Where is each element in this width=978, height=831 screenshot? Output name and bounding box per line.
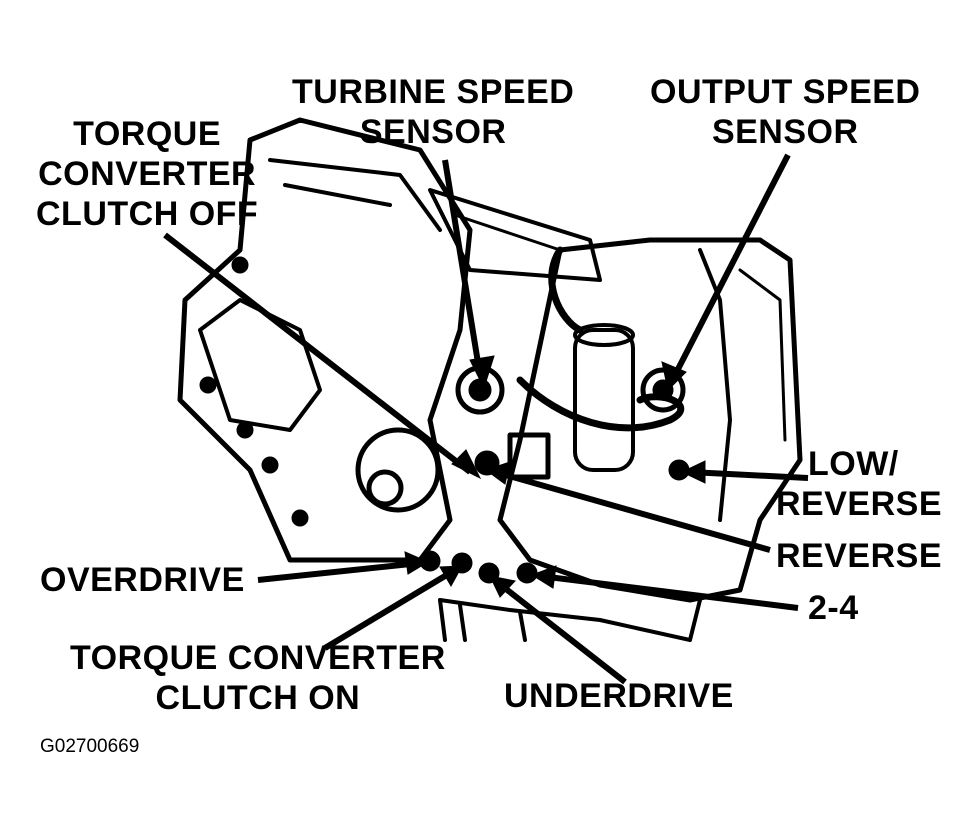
arrow-turbine	[442, 159, 483, 376]
electrical-connector	[507, 432, 551, 480]
arrow-reverse	[494, 469, 771, 553]
label-output-line1: OUTPUT SPEED	[650, 73, 921, 111]
output-sensor-body	[640, 367, 686, 413]
label-tcc-off: TORQUE CONVERTER CLUTCH OFF	[36, 114, 258, 234]
transmission-case	[497, 237, 803, 603]
solenoid-cylinder	[573, 328, 635, 472]
arrow-2-4	[539, 573, 799, 611]
label-underdrive: UNDERDRIVE	[504, 677, 734, 715]
input-shaft	[355, 427, 441, 513]
label-tcc-on: TORQUE CONVERTER CLUTCH ON	[70, 638, 446, 718]
arrow-underdrive	[495, 579, 627, 685]
label-low-reverse-line1: LOW/	[808, 445, 899, 483]
figure-code: G02700669	[40, 736, 140, 757]
arrow-overdrive	[257, 560, 421, 583]
arrow-output	[672, 153, 791, 377]
bell-housing	[177, 117, 473, 563]
label-low-reverse: LOW/ REVERSE	[776, 444, 942, 524]
label-tcc-on-line2: CLUTCH ON	[155, 679, 361, 717]
label-low-reverse-line2: REVERSE	[776, 485, 942, 523]
label-tcc-on-line1: TORQUE CONVERTER	[70, 639, 446, 677]
arrow-tcc-off	[163, 232, 472, 475]
arrow-tcc-on	[323, 567, 457, 651]
arrow-low-reverse	[689, 469, 809, 481]
label-tcc-off-line2: CONVERTER	[38, 155, 257, 193]
leader-arrows	[163, 153, 809, 685]
label-tcc-off-line1: TORQUE	[73, 115, 222, 153]
label-turbine-line1: TURBINE SPEED	[292, 73, 575, 111]
label-output-speed-sensor: OUTPUT SPEED SENSOR	[650, 72, 920, 152]
label-tcc-off-line3: CLUTCH OFF	[36, 195, 259, 233]
label-overdrive: OVERDRIVE	[40, 561, 245, 599]
label-output-line2: SENSOR	[711, 113, 859, 151]
label-reverse: REVERSE	[776, 537, 942, 575]
label-turbine-line2: SENSOR	[359, 113, 507, 151]
label-turbine-speed-sensor: TURBINE SPEED SENSOR	[292, 72, 574, 152]
label-2-4: 2-4	[808, 589, 859, 627]
oil-pan-edge	[438, 598, 702, 642]
